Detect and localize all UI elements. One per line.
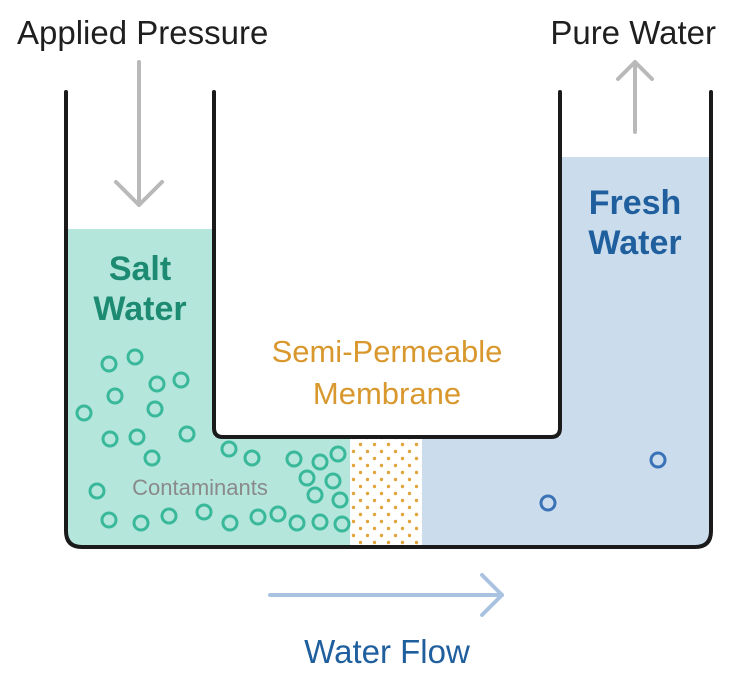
contaminant-particle bbox=[143, 449, 161, 467]
fresh-water-fill bbox=[422, 157, 711, 547]
contaminant-particle bbox=[75, 404, 93, 422]
contaminant-particle bbox=[101, 430, 119, 448]
contaminant-particle bbox=[329, 445, 347, 463]
contaminant-particle bbox=[100, 355, 118, 373]
arrow-up-icon bbox=[616, 60, 654, 134]
tank-outer-wall bbox=[64, 90, 713, 549]
contaminant-particle bbox=[132, 514, 150, 532]
contaminant-particle bbox=[324, 472, 342, 490]
membrane-label-line1: Semi-Permeable bbox=[272, 334, 503, 369]
salt-water-fill bbox=[66, 229, 350, 547]
contaminant-particle bbox=[88, 482, 106, 500]
contaminant-particle bbox=[333, 515, 351, 533]
contaminant-particle bbox=[160, 507, 178, 525]
contaminant-particle bbox=[243, 449, 261, 467]
fresh-water-particle bbox=[539, 494, 557, 512]
contaminant-particle bbox=[331, 491, 349, 509]
contaminant-particle bbox=[128, 428, 146, 446]
contaminant-particle bbox=[148, 375, 166, 393]
applied-pressure-label: Applied Pressure bbox=[17, 14, 268, 51]
contaminant-particle bbox=[269, 505, 287, 523]
membrane-label-line2: Membrane bbox=[313, 376, 461, 411]
pure-water-label: Pure Water bbox=[550, 14, 716, 51]
contaminant-particle bbox=[306, 486, 324, 504]
contaminant-particles bbox=[75, 348, 351, 533]
contaminant-particle bbox=[100, 511, 118, 529]
contaminant-particle bbox=[311, 453, 329, 471]
contaminant-particle bbox=[220, 440, 238, 458]
water-flow-label: Water Flow bbox=[304, 633, 470, 670]
fresh-water-particle bbox=[649, 451, 667, 469]
contaminant-particle bbox=[221, 514, 239, 532]
contaminant-particle bbox=[249, 508, 267, 526]
salt-water-label-line2: Water bbox=[93, 290, 186, 328]
contaminant-particle bbox=[311, 513, 329, 531]
fresh-water-label-line2: Water bbox=[588, 224, 681, 262]
arrow-right-icon bbox=[268, 573, 504, 617]
contaminants-label: Contaminants bbox=[132, 475, 268, 500]
contaminant-particle bbox=[298, 469, 316, 487]
tank-inner-wall bbox=[212, 90, 562, 439]
contaminant-particle bbox=[146, 400, 164, 418]
contaminant-particle bbox=[172, 371, 190, 389]
contaminant-particle bbox=[288, 514, 306, 532]
contaminant-particle bbox=[178, 425, 196, 443]
contaminant-particle bbox=[126, 348, 144, 366]
contaminant-particle bbox=[106, 387, 124, 405]
arrow-down-icon bbox=[114, 60, 164, 207]
contaminant-particle bbox=[285, 450, 303, 468]
membrane-band bbox=[350, 437, 422, 547]
fresh-water-particles bbox=[539, 451, 667, 512]
contaminant-particle bbox=[195, 503, 213, 521]
salt-water-label-line1: Salt bbox=[109, 250, 171, 288]
fresh-water-label-line1: Fresh bbox=[589, 184, 682, 222]
